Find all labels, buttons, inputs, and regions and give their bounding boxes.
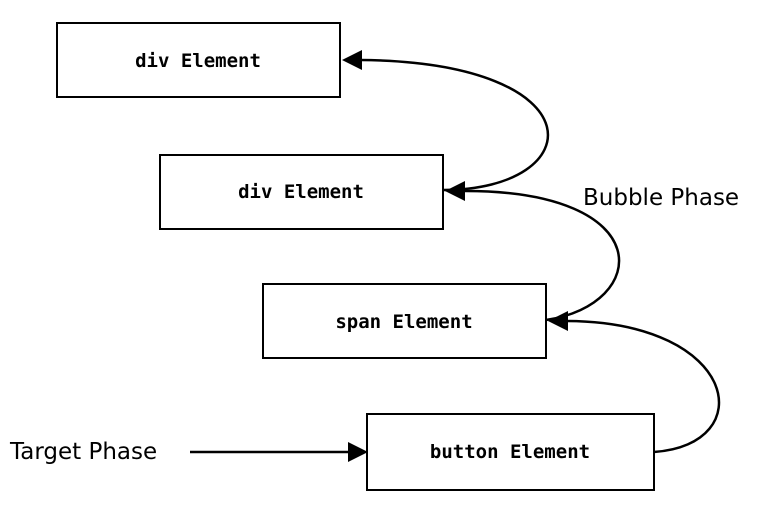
box-div-inner: div Element: [159, 154, 444, 230]
bubble-curve-span-to-div-inner: [462, 189, 621, 322]
box-button: button Element: [366, 413, 655, 491]
target-phase-arrowhead: [348, 442, 368, 462]
box-span: span Element: [262, 283, 547, 359]
arrowhead-div-inner: [445, 181, 465, 201]
target-phase-label: Target Phase: [9, 439, 157, 465]
box-button-label: button Element: [430, 441, 590, 463]
bubble-curve-button-to-span: [566, 319, 721, 454]
box-div-outer: div Element: [56, 22, 341, 98]
box-span-label: span Element: [335, 311, 472, 333]
arrowhead-span: [548, 311, 568, 331]
box-div-inner-label: div Element: [238, 181, 364, 203]
arrowhead-div-outer: [342, 50, 362, 70]
box-div-outer-label: div Element: [135, 50, 261, 72]
bubble-curve-div-inner-to-div-outer: [359, 58, 550, 192]
bubble-phase-label: Bubble Phase: [583, 185, 739, 211]
